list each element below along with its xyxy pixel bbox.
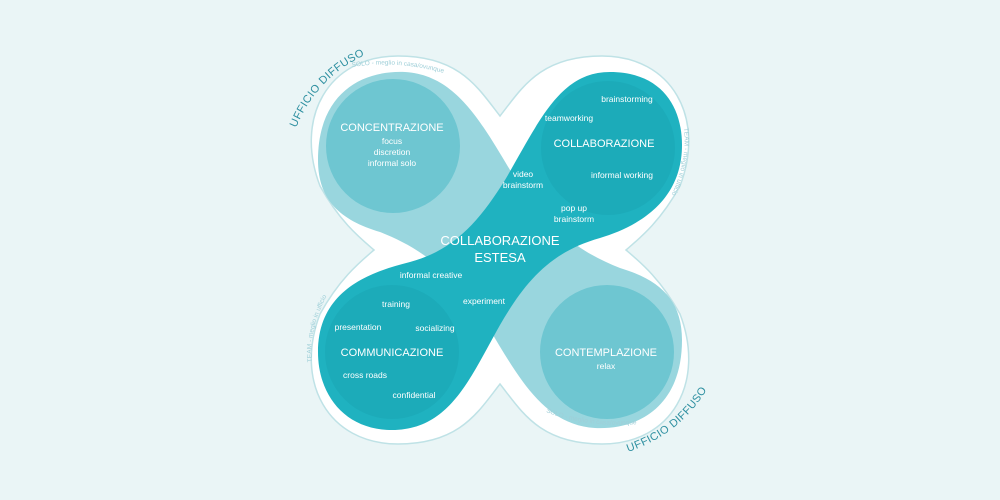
- circle-comunicazione: [325, 285, 459, 419]
- center-title-line2: ESTESA: [474, 250, 526, 265]
- zone-item: confidential: [392, 390, 435, 400]
- zone-title-contemplazione: CONTEMPLAZIONE: [555, 347, 657, 359]
- zone-item: focus: [382, 136, 402, 146]
- center-item: experiment: [463, 296, 506, 306]
- zone-item: cross roads: [343, 370, 387, 380]
- zone-title-comunicazione: COMMUNICAZIONE: [341, 347, 444, 359]
- circle-collaborazione: [541, 81, 675, 215]
- center-item: informal creative: [400, 270, 463, 280]
- zone-item: informal solo: [368, 158, 416, 168]
- center-item: pop up: [561, 203, 587, 213]
- center-item: brainstorm: [503, 180, 543, 190]
- center-item: video: [513, 169, 534, 179]
- circle-concentrazione: [326, 79, 460, 213]
- center-item: brainstorm: [554, 214, 594, 224]
- zone-title-collaborazione: COLLABORAZIONE: [554, 138, 655, 150]
- zone-item: training: [382, 299, 410, 309]
- zone-item: informal working: [591, 170, 653, 180]
- zone-item: discretion: [374, 147, 411, 157]
- zone-item: presentation: [335, 322, 382, 332]
- zone-item: teamworking: [545, 113, 593, 123]
- zone-item: socializing: [415, 323, 454, 333]
- zone-item: brainstorming: [601, 94, 653, 104]
- circle-contemplazione: [540, 285, 674, 419]
- zone-title-concentrazione: CONCENTRAZIONE: [340, 122, 443, 134]
- zone-item: relax: [597, 361, 616, 371]
- center-title-line1: COLLABORAZIONE: [440, 233, 560, 248]
